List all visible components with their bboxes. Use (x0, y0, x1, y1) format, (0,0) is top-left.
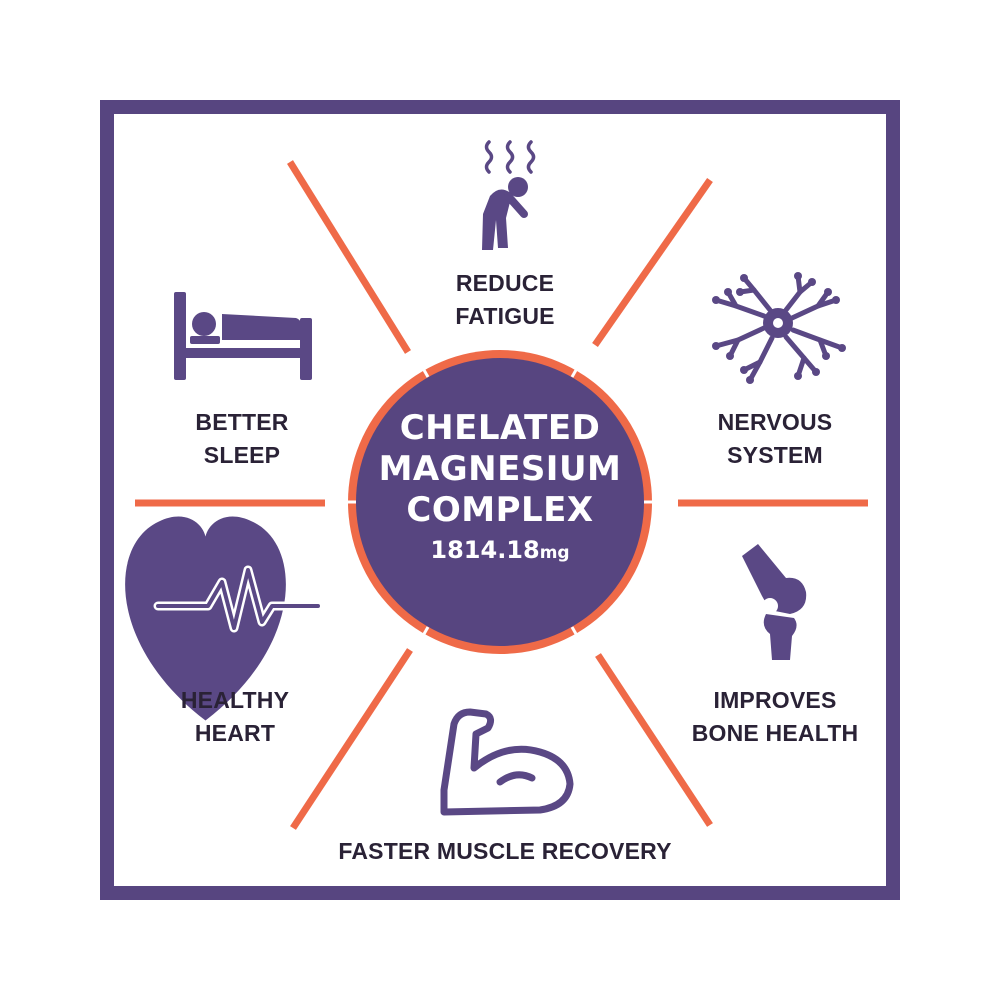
label-healthy-heart: HEALTHY HEART (180, 687, 290, 746)
spoke-upper-right (592, 177, 713, 348)
knee-joint-icon (742, 544, 807, 660)
center-line-2: MAGNESIUM (378, 449, 622, 489)
dose-unit: mg (539, 543, 570, 563)
dose-value: 1814.18 (430, 536, 540, 564)
label-reduce-fatigue: REDUCE FATIGUE (455, 270, 555, 329)
center-disc (356, 358, 644, 646)
flexed-arm-icon (440, 708, 574, 816)
center-ring-gaps (348, 369, 652, 635)
spokes (135, 160, 868, 830)
spoke-lower-right (595, 653, 713, 827)
center-dose: 1814.18mg (350, 533, 650, 570)
label-better-sleep: BETTER SLEEP (195, 409, 289, 468)
label-nervous-system: NERVOUS SYSTEM (717, 409, 833, 468)
center-line-3: COMPLEX (406, 490, 594, 530)
fatigued-person-icon (482, 140, 536, 250)
neuron-icon (712, 272, 846, 384)
center-line-1: CHELATED (399, 408, 601, 448)
center-title: CHELATED MAGNESIUM COMPLEX 1814.18mg (350, 408, 650, 570)
outer-frame (100, 100, 900, 900)
bed-icon (174, 292, 312, 380)
spoke-upper-left (287, 160, 411, 354)
label-muscle-recovery: FASTER MUSCLE RECOVERY (338, 838, 672, 864)
label-bone-health: IMPROVES BONE HEALTH (691, 687, 859, 746)
spoke-lower-left (290, 648, 413, 830)
heartbeat-icon (125, 516, 323, 721)
